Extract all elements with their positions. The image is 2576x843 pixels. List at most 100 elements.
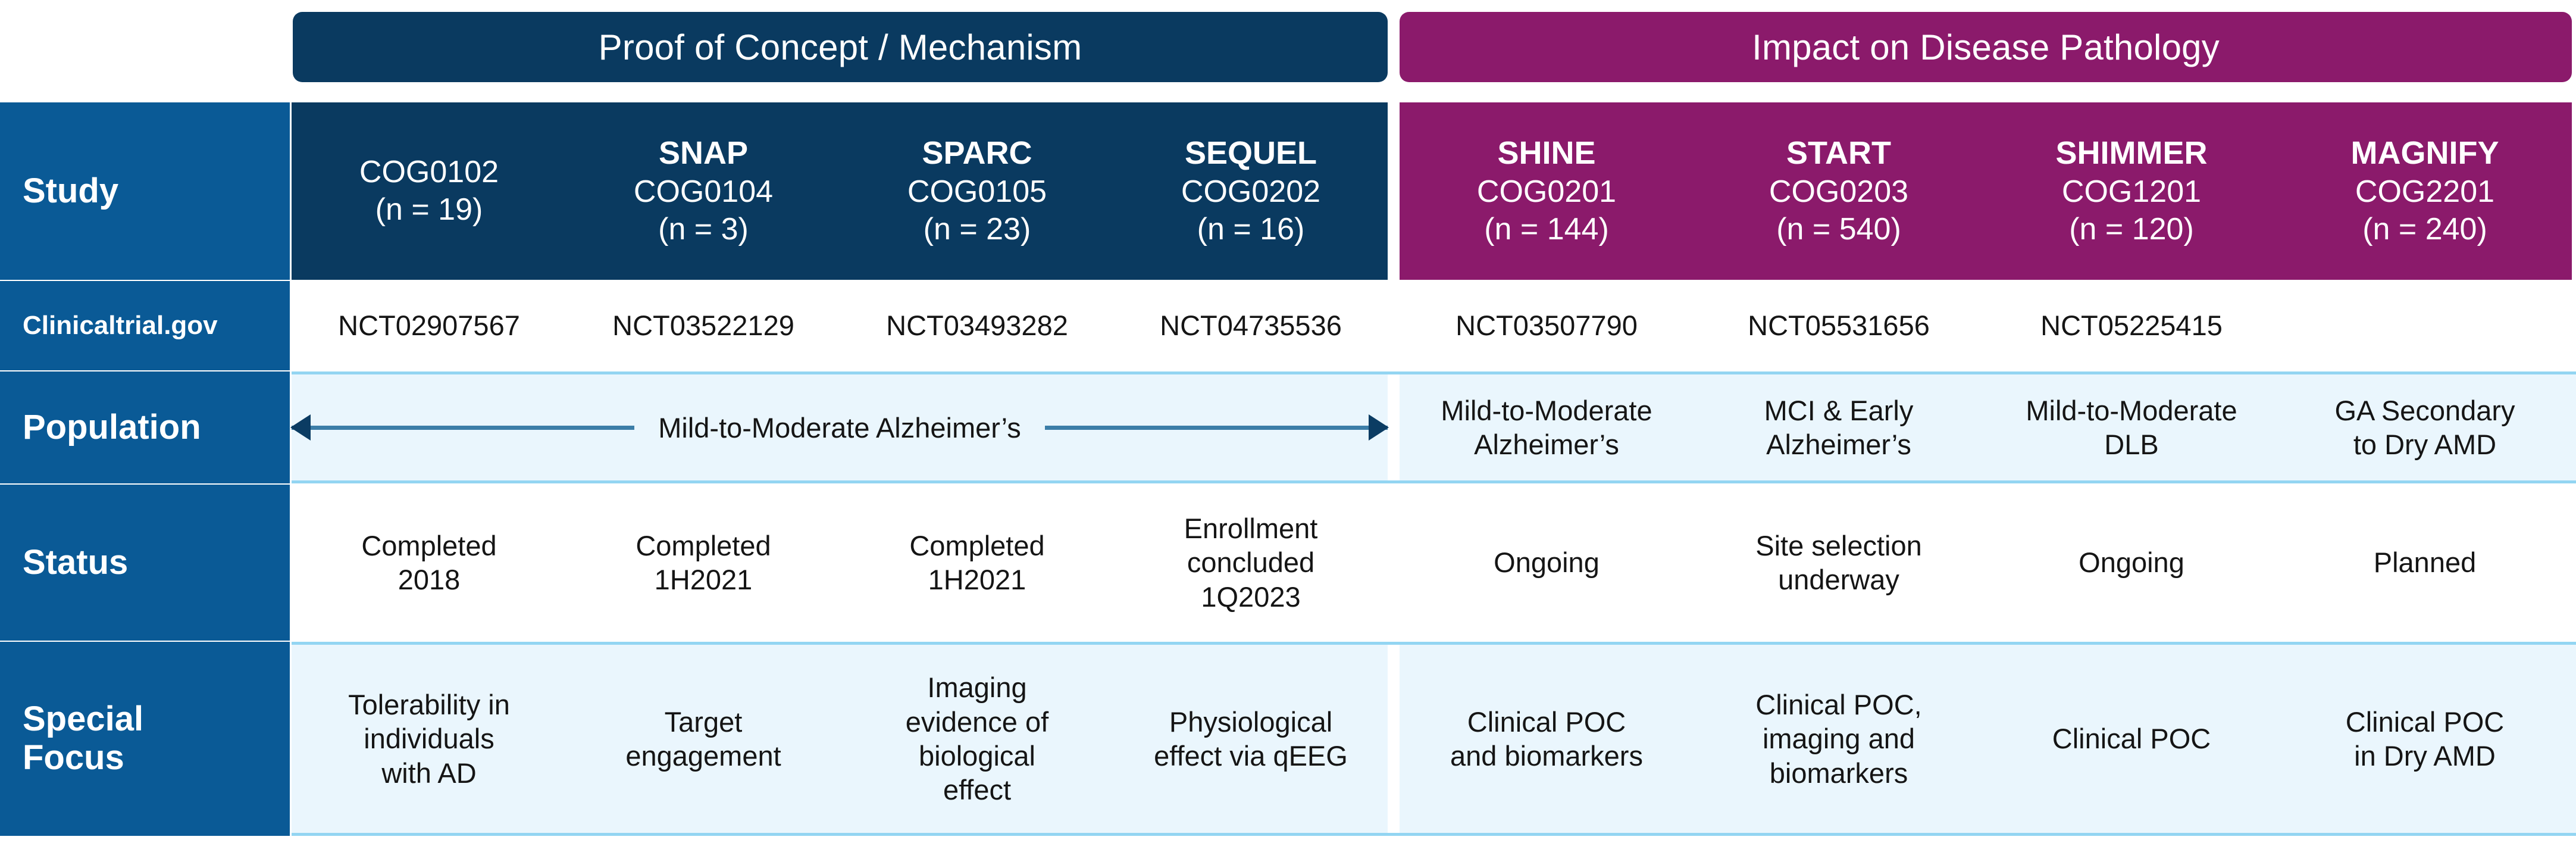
study-header-cell-sequel: SEQUEL COG0202 (n = 16) <box>1114 102 1388 280</box>
status-cell-magnify: Planned <box>2278 485 2572 641</box>
population-cell-shine: Mild-to-Moderate Alzheimer’s <box>1401 371 1692 483</box>
focus-cell-magnify: Clinical POC in Dry AMD <box>2278 642 2572 836</box>
nct-cell-cog0102: NCT02907567 <box>292 281 566 370</box>
focus-line: engagement <box>625 740 781 772</box>
study-table: Study COG0102 (n = 19) SNAP COG0104 (n =… <box>0 102 2576 836</box>
study-enrollment: (n = 120) <box>2069 211 2194 246</box>
study-enrollment: (n = 3) <box>658 211 749 246</box>
study-enrollment: (n = 144) <box>1484 211 1609 246</box>
study-code: COG0203 <box>1769 174 1909 209</box>
nct-cell-sparc: NCT03493282 <box>840 281 1114 370</box>
row-label-population: Population <box>0 371 290 483</box>
arrow-right-icon <box>1044 425 1388 430</box>
focus-cell-sequel: Physiological effect via qEEG <box>1114 642 1388 836</box>
study-acronym: SPARC <box>922 135 1032 171</box>
study-code: COG0104 <box>633 174 774 209</box>
status-line: underway <box>1778 564 1899 595</box>
status-cells: Completed 2018 Completed 1H2021 Complete… <box>292 485 2576 641</box>
focus-line: Clinical POC <box>1467 705 1626 738</box>
study-acronym: SNAP <box>658 135 749 171</box>
status-cell-sparc: Completed 1H2021 <box>840 485 1114 641</box>
focus-line: imaging and <box>1762 723 1915 755</box>
study-code: COG0102 <box>359 154 499 189</box>
nct-number: NCT03522129 <box>612 310 794 342</box>
population-cells: Mild-to-Moderate Alzheimer’s Mild-to-Mod… <box>292 371 2576 483</box>
study-header-cell-shine: SHINE COG0201 (n = 144) <box>1401 102 1692 280</box>
status-line: 2018 <box>397 564 461 595</box>
study-header-cell-magnify: MAGNIFY COG2201 (n = 240) <box>2278 102 2572 280</box>
focus-cell-shimmer: Clinical POC <box>1985 642 2278 836</box>
focus-line: with AD <box>381 757 477 789</box>
focus-line: Clinical POC <box>2052 723 2211 755</box>
arrow-left-icon <box>292 425 635 430</box>
status-line: Completed <box>361 529 497 561</box>
nct-cell-shimmer: NCT05225415 <box>1985 281 2278 370</box>
table-row-population: Population Mild-to-Moderate Alzheimer’s … <box>0 371 2576 483</box>
status-cell-start: Site selection underway <box>1692 485 1985 641</box>
table-row-study: Study COG0102 (n = 19) SNAP COG0104 (n =… <box>0 102 2576 280</box>
population-cell-magnify: GA Secondary to Dry AMD <box>2278 371 2572 483</box>
status-line: Completed <box>636 529 771 561</box>
banner-row: Proof of Concept / Mechanism Impact on D… <box>0 0 2576 95</box>
focus-line: Target <box>664 705 743 738</box>
status-line: 1H2021 <box>928 564 1026 595</box>
population-line: GA Secondary <box>2334 394 2515 426</box>
focus-cell-cog0102: Tolerability in individuals with AD <box>292 642 566 836</box>
status-line: 1H2021 <box>654 564 753 595</box>
study-code: COG2201 <box>2355 174 2495 209</box>
status-line: Ongoing <box>2079 547 2184 579</box>
nct-cell-snap: NCT03522129 <box>566 281 840 370</box>
nct-cell-start: NCT05531656 <box>1692 281 1985 370</box>
table-row-status: Status Completed 2018 Completed 1H2021 C… <box>0 485 2576 641</box>
study-header-cell-snap: SNAP COG0104 (n = 3) <box>566 102 840 280</box>
population-line: DLB <box>2104 429 2159 460</box>
study-enrollment: (n = 23) <box>923 211 1031 246</box>
focus-line: effect <box>943 774 1012 806</box>
study-group-fill-impact <box>1400 102 2572 280</box>
focus-line: Clinical POC, <box>1755 689 1922 720</box>
study-enrollment: (n = 19) <box>375 192 483 227</box>
study-acronym: SHINE <box>1497 135 1596 171</box>
study-acronym: START <box>1786 135 1891 171</box>
nct-number: NCT05225415 <box>2040 310 2223 342</box>
study-enrollment: (n = 240) <box>2362 211 2487 246</box>
focus-cell-start: Clinical POC, imaging and biomarkers <box>1692 642 1985 836</box>
study-header-cell-start: START COG0203 (n = 540) <box>1692 102 1985 280</box>
population-line: Mild-to-Moderate <box>2026 394 2237 426</box>
table-row-special-focus: Special Focus Tolerability in individual… <box>0 642 2576 836</box>
population-line: Alzheimer’s <box>1474 429 1619 460</box>
status-cell-shine: Ongoing <box>1401 485 1692 641</box>
group-gap-divider <box>1388 374 1400 480</box>
row-label-special-focus-line2: Focus <box>23 738 124 777</box>
focus-line: and biomarkers <box>1450 740 1643 772</box>
row-label-special-focus: Special Focus <box>0 642 290 836</box>
population-line: MCI & Early <box>1764 394 1914 426</box>
population-band <box>292 371 2576 483</box>
focus-cell-sparc: Imaging evidence of biological effect <box>840 642 1114 836</box>
focus-line: evidence of <box>905 705 1049 738</box>
status-line: Completed <box>909 529 1045 561</box>
nct-cell-sequel: NCT04735536 <box>1114 281 1388 370</box>
nct-number: NCT03507790 <box>1456 310 1638 342</box>
table-row-clinicaltrial-gov: Clinicaltrial.gov NCT02907567 NCT0352212… <box>0 281 2576 370</box>
focus-cell-snap: Target engagement <box>566 642 840 836</box>
population-line: Alzheimer’s <box>1766 429 1911 460</box>
study-group-fill-proof-of-concept <box>292 102 1388 280</box>
special-focus-band <box>292 642 2576 836</box>
study-acronym: MAGNIFY <box>2350 135 2499 171</box>
focus-line: effect via qEEG <box>1154 740 1348 772</box>
nct-number: NCT04735536 <box>1160 310 1342 342</box>
focus-line: Physiological <box>1169 705 1333 738</box>
banner-impact-on-disease: Impact on Disease Pathology <box>1400 12 2572 82</box>
status-cell-cog0102: Completed 2018 <box>292 485 566 641</box>
status-line: Site selection <box>1755 529 1922 561</box>
status-cell-sequel: Enrollment concluded 1Q2023 <box>1114 485 1388 641</box>
study-header-cells: COG0102 (n = 19) SNAP COG0104 (n = 3) SP… <box>292 102 2576 280</box>
study-acronym: SHIMMER <box>2055 135 2208 171</box>
population-cell-start: MCI & Early Alzheimer’s <box>1692 371 1985 483</box>
row-label-study: Study <box>0 102 290 280</box>
focus-line: individuals <box>364 723 494 755</box>
nct-cell-shine: NCT03507790 <box>1401 281 1692 370</box>
study-code: COG0105 <box>907 174 1047 209</box>
